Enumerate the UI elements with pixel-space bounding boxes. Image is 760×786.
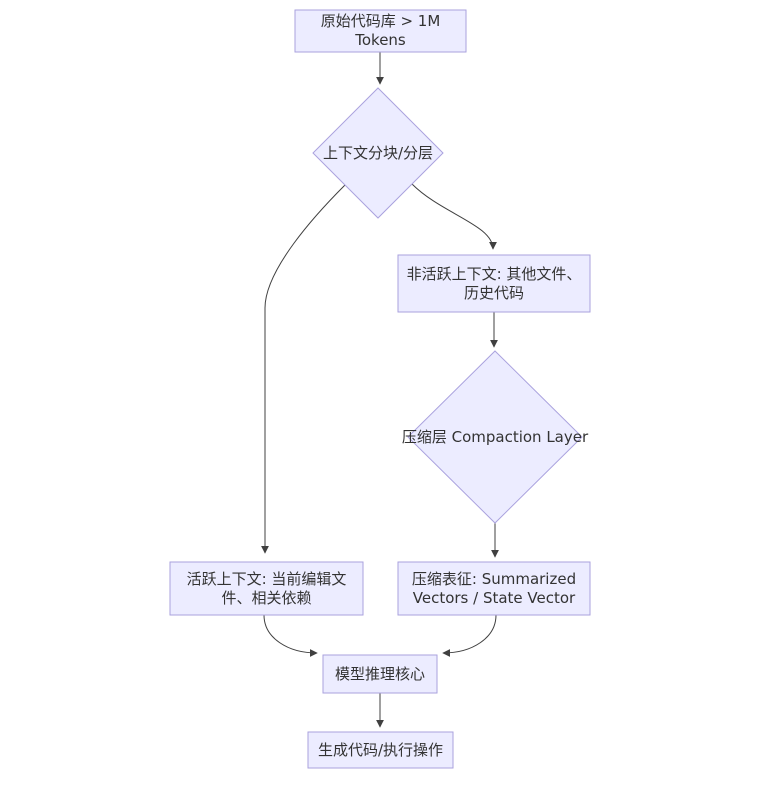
- edge-split-to-inactive: [411, 183, 497, 250]
- edge-active-to-core: [263, 614, 318, 657]
- node-context-split-decision: [312, 87, 444, 219]
- node-generate-output: [307, 731, 454, 769]
- node-compaction-layer-decision: [407, 350, 583, 524]
- node-inactive-context: [397, 254, 591, 313]
- node-model-inference-core: [322, 654, 438, 694]
- node-active-context: [169, 561, 364, 616]
- edge-split-to-active: [261, 184, 346, 554]
- edge-compressed-to-core: [442, 614, 497, 657]
- node-source-codebase: [294, 9, 467, 53]
- node-compressed-representation: [397, 561, 591, 616]
